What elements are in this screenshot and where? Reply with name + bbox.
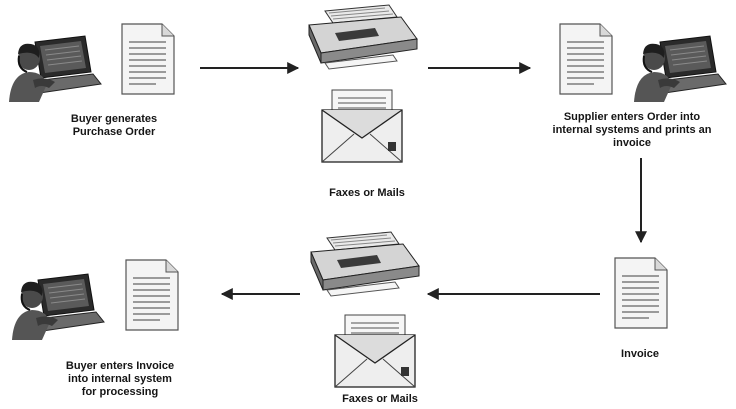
faxes-or-mails-bottom-label: Faxes or Mails xyxy=(315,393,445,406)
invoice-document-icon xyxy=(125,259,179,331)
label-line: Supplier enters Order into xyxy=(563,111,701,123)
label-line: invoice xyxy=(613,137,651,149)
buyer-person-icon xyxy=(11,273,105,341)
label-line: Faxes or Mails xyxy=(342,393,418,405)
invoice-label: Invoice xyxy=(590,348,690,361)
fax-machine-icon xyxy=(310,231,420,297)
order-document-icon xyxy=(559,23,613,95)
buyer-enters-label: Buyer enters Invoice into internal syste… xyxy=(30,360,210,399)
buyer-person-icon xyxy=(8,35,102,103)
purchase-order-document-icon xyxy=(121,23,175,95)
label-line: into internal system xyxy=(68,373,172,385)
supplier-enters-label: Supplier enters Order into internal syst… xyxy=(532,111,732,150)
label-line: for processing xyxy=(81,386,159,398)
buyer-generates-label: Buyer generates Purchase Order xyxy=(44,113,184,139)
supplier-person-icon xyxy=(633,35,727,103)
fax-machine-icon xyxy=(308,4,418,70)
envelope-icon xyxy=(321,89,403,163)
label-line: Faxes or Mails xyxy=(329,187,405,199)
envelope-icon xyxy=(334,314,416,388)
invoice-document-icon xyxy=(614,257,668,329)
faxes-or-mails-top-label: Faxes or Mails xyxy=(302,187,432,200)
label-line: Purchase Order xyxy=(72,126,156,138)
label-line: internal systems and prints an xyxy=(552,124,712,136)
label-line: Buyer generates xyxy=(70,113,158,125)
label-line: Buyer enters Invoice xyxy=(65,360,175,372)
label-line: Invoice xyxy=(621,348,659,360)
